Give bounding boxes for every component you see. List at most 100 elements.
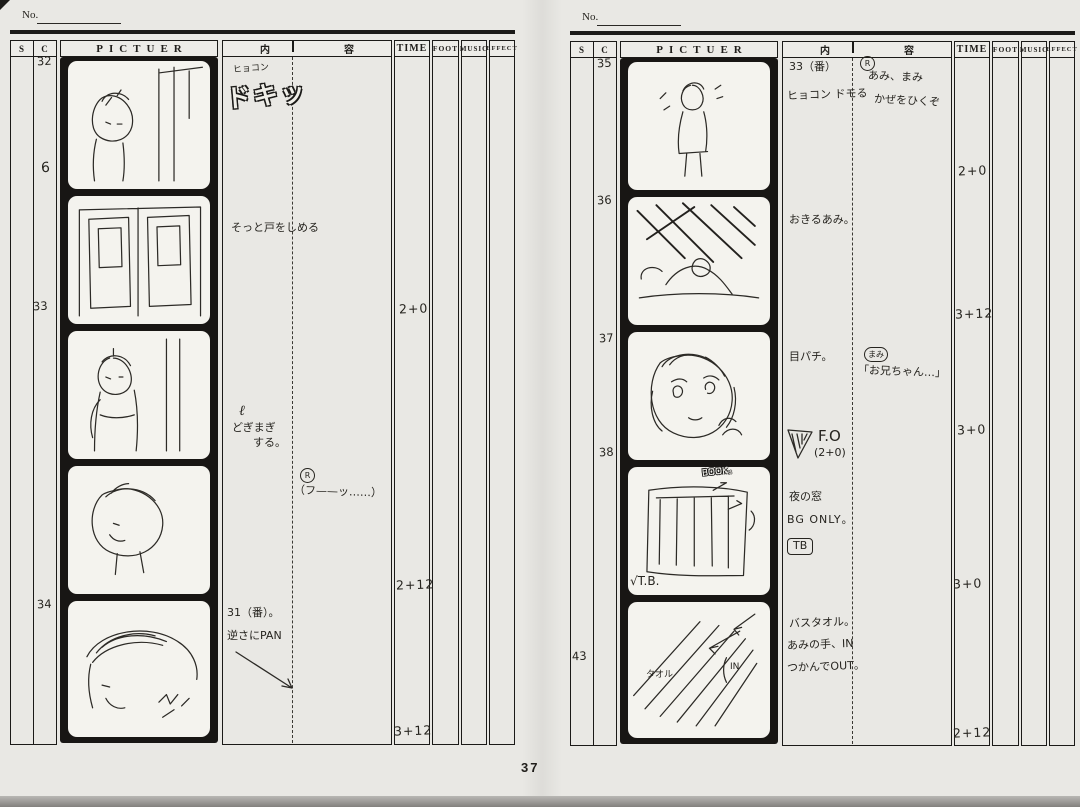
column-time [394, 57, 430, 745]
sketch-head-top-close-up [86, 630, 198, 718]
sketch-towel-pan [633, 613, 758, 727]
time-value: 2+12 [395, 576, 435, 593]
header-s: S [570, 41, 594, 58]
cut-number: 38 [598, 444, 614, 460]
cut-panel-head-down [68, 466, 210, 594]
column-naiyo [782, 58, 952, 746]
sketch-boy-peeking-door [91, 66, 204, 182]
column-effect [1049, 58, 1075, 746]
no-label: No. [582, 11, 599, 23]
page-gutter-shading [522, 0, 562, 796]
panel-note: タオル [646, 670, 674, 680]
cut-number: 36 [596, 192, 612, 208]
column-foot [992, 58, 1019, 746]
header-effect: EFFECT [486, 40, 517, 57]
naiyo-center-tick [852, 41, 854, 53]
column-effect [489, 57, 515, 745]
time-value: 3+0 [956, 421, 987, 438]
tb-box: TB [787, 538, 814, 555]
cut-panel-34 [68, 601, 210, 737]
naiyo-divider [292, 57, 293, 743]
header-picture: PICTUER [620, 41, 778, 58]
cut-panel-door [68, 196, 210, 324]
no-label: No. [22, 9, 39, 21]
action-note: する。 [253, 436, 286, 449]
cut-panel-36 [628, 197, 770, 325]
filmstrip [620, 58, 778, 744]
header-time: TIME [394, 40, 430, 57]
action-note: 逆さにPAN [227, 629, 282, 642]
header-naiyo-left: 内 [260, 45, 270, 56]
sketch-boy-by-door [90, 338, 181, 452]
cut-number: 35 [596, 55, 612, 71]
action-note: どぎまぎ [232, 421, 276, 434]
cut-panel-35 [628, 62, 770, 190]
sketch-head-looking-down [91, 482, 164, 576]
cut-number: 6 [40, 159, 51, 177]
header-foot: FOOT [432, 40, 459, 57]
action-note: ℓ [239, 403, 245, 419]
sketch-figure-on-bed [636, 202, 760, 299]
action-note: 夜の窓 [789, 490, 822, 503]
cut-panel-37 [628, 332, 770, 460]
header-music: MUSIC [460, 40, 487, 57]
action-note: バスタオル。 [788, 614, 856, 631]
column-time [954, 58, 990, 746]
dialogue-character-badge: R [860, 56, 875, 71]
action-note: つかんでOUT。 [786, 658, 866, 675]
no-underline [597, 25, 681, 26]
cut-panel-32 [68, 61, 210, 189]
dialogue-character-badge: まみ [864, 347, 888, 362]
cut-panel-33 [68, 331, 210, 459]
header-foot: FOOT [992, 41, 1019, 58]
column-c [33, 57, 57, 745]
header-s: S [10, 40, 34, 57]
sketch-boy-standing [659, 82, 724, 177]
dialogue-note: あみ、まみ [867, 69, 924, 84]
sketch-girl-face-close-up [650, 353, 743, 439]
naiyo-center-tick [292, 40, 294, 52]
time-value: 3+0 [952, 575, 983, 592]
action-note: おきるあみ。 [789, 213, 855, 226]
header-naiyo-right: 容 [904, 46, 914, 57]
no-underline [37, 23, 121, 24]
time-value: 3+12 [954, 305, 994, 322]
panel-note-tb: √T.B. [630, 574, 660, 588]
action-note: 31（番）。 [227, 606, 280, 619]
column-music [1021, 58, 1047, 746]
action-note: 33（番） [789, 60, 836, 73]
camera-note: F.O [818, 427, 841, 445]
column-naiyo [222, 57, 392, 745]
header-picture: PICTUER [60, 40, 218, 57]
time-value: 2+12 [952, 724, 992, 741]
action-note: 目パチ。 [789, 350, 833, 363]
header-c: C [593, 41, 617, 58]
action-note: そっと戸をしめる [231, 221, 319, 234]
time-value: 2+0 [957, 162, 988, 179]
time-value: 3+12 [393, 722, 433, 739]
panel-note: IN [730, 662, 740, 672]
column-s [10, 57, 34, 745]
pan-arrow-icon [235, 651, 293, 689]
action-note: あみの手、IN [786, 636, 854, 653]
action-note: BG ONLY。 [787, 513, 854, 526]
naiyo-divider [852, 58, 853, 744]
header-naiyo: 内 容 [222, 40, 392, 57]
header-naiyo-right: 容 [344, 45, 354, 56]
column-foot [432, 57, 459, 745]
cut-number: 32 [36, 53, 52, 69]
column-music [461, 57, 487, 745]
header-c: C [33, 40, 57, 57]
header-naiyo-left: 内 [820, 46, 830, 57]
header-music: MUSIC [1020, 41, 1047, 58]
header-time: TIME [954, 41, 990, 58]
time-value: 2+0 [398, 300, 429, 317]
cut-number: 43 [571, 648, 587, 664]
cut-number: 33 [32, 298, 48, 314]
scan-bottom-edge [0, 796, 1080, 807]
top-rule [10, 30, 515, 34]
cut-number: 37 [598, 330, 614, 346]
page-number: 37 [521, 760, 539, 775]
scan-corner-mark [0, 0, 10, 10]
